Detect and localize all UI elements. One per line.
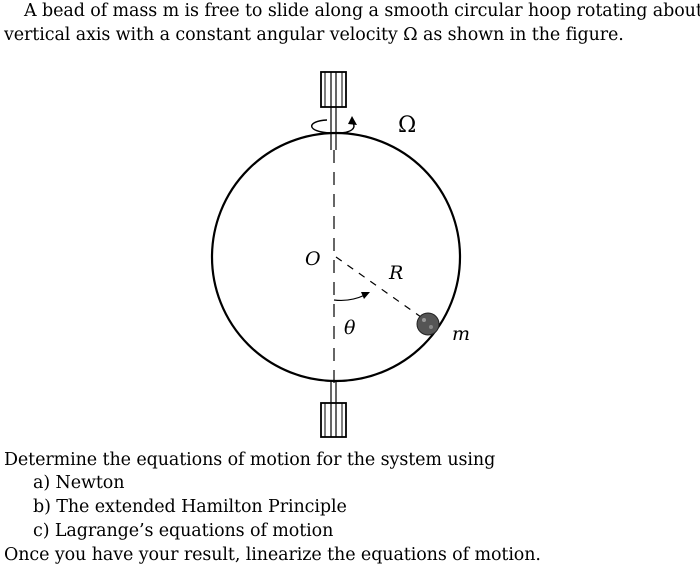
upper-shaft (320, 71, 347, 150)
origin-label: O (305, 248, 321, 270)
item-lagrange: c) Lagrange’s equations of motion (33, 521, 334, 541)
intro-line-2: vertical axis with a constant angular ve… (4, 25, 624, 45)
angle-label: θ (344, 317, 356, 339)
closing-line: Once you have your result, linearize the… (4, 545, 541, 565)
hoop-figure: Ω O R θ m (210, 71, 470, 438)
intro-line-1: A bead of mass m is free to slide along … (24, 1, 700, 21)
item-hamilton: b) The extended Hamilton Principle (33, 497, 347, 517)
lower-shaft (320, 380, 347, 438)
omega-label: Ω (398, 113, 416, 138)
rotation-arrow-icon (311, 116, 357, 134)
angle-arc (333, 292, 370, 302)
bead (416, 312, 440, 336)
radius-label: R (388, 262, 403, 284)
prompt-line: Determine the equations of motion for th… (4, 450, 496, 470)
radius-line (335, 256, 429, 323)
item-newton: a) Newton (33, 473, 125, 493)
mass-label: m (452, 323, 470, 345)
